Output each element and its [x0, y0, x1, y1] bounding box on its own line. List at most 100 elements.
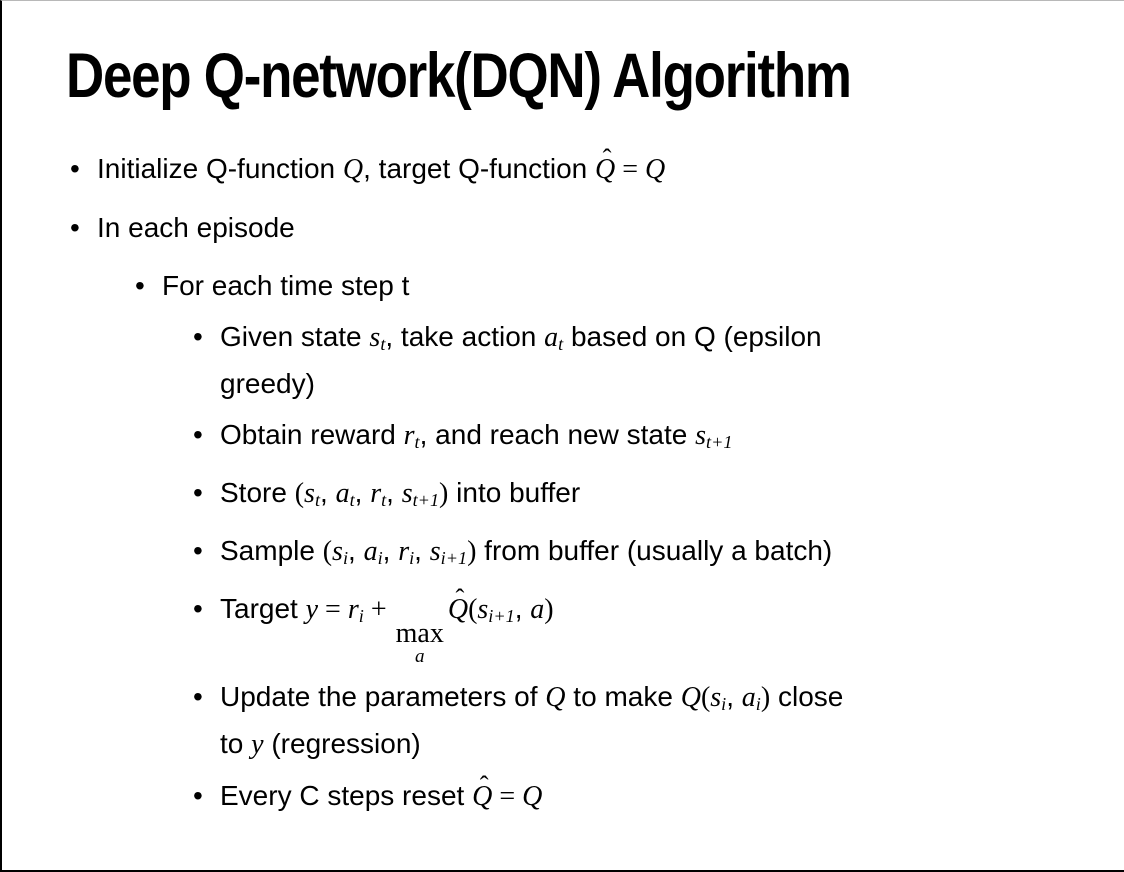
math-run: Q [645, 153, 666, 186]
text-run: , [386, 477, 402, 509]
text-run: , [414, 535, 430, 567]
math-var: Q [680, 682, 701, 714]
math-run: Q [545, 681, 566, 714]
math-subscript: t [414, 432, 420, 453]
math-subscript: i [755, 694, 761, 715]
math-subscript: i+1 [488, 606, 515, 627]
math-var: a [363, 536, 378, 568]
text-run: ( [700, 682, 711, 714]
text-run: For each time step t [162, 270, 410, 302]
math-var: Q [342, 154, 364, 186]
bullet-icon: • [193, 477, 203, 509]
text-line: Store (st, at, rt, st+1) into buffer [220, 473, 580, 520]
text-run: Update the parameters of [220, 681, 546, 713]
text-run: = [492, 781, 523, 813]
math-run: Q [680, 681, 701, 714]
math-subscript: t [380, 334, 386, 355]
bullet-icon: • [135, 270, 145, 302]
text-run: Given state [220, 321, 370, 353]
max-under-var: a [414, 646, 425, 668]
hat-accent-icon: ˆ [602, 143, 612, 174]
math-run: st [369, 321, 386, 355]
bullet-text: Given state st, take action at based on … [220, 317, 822, 404]
math-var: s [477, 594, 489, 626]
math-var: Q [645, 154, 666, 186]
text-run: , target Q-function [363, 153, 596, 185]
math-run: st+1 [402, 477, 440, 511]
text-line: to y (regression) [220, 724, 843, 765]
bullet-icon: • [70, 212, 80, 244]
math-var: y [251, 729, 264, 761]
text-run: Obtain reward [220, 419, 404, 451]
text-run: , take action [385, 321, 545, 353]
math-run: ri [398, 535, 415, 569]
math-var: a [544, 322, 559, 354]
text-run: = [615, 154, 646, 186]
text-run: greedy) [220, 368, 315, 400]
bullet-icon: • [193, 593, 203, 625]
text-run: (regression) [263, 728, 421, 760]
math-run: y [251, 728, 264, 761]
bullet-icon: • [193, 419, 203, 451]
math-var: r [398, 536, 410, 568]
bullet-item: •Sample (si, ai, ri, si+1) from buffer (… [2, 531, 1124, 578]
math-subscript: t+1 [706, 432, 733, 453]
text-run: Every C steps reset [220, 780, 473, 812]
text-run: Initialize Q-function [97, 153, 343, 185]
math-var: Q [545, 682, 566, 714]
text-run: Store [220, 477, 295, 509]
math-run: rt [370, 477, 387, 511]
bullet-text: For each time step t [162, 266, 409, 306]
bullet-text: Initialize Q-function Q, target Q-functi… [97, 143, 666, 190]
bullet-list: •Initialize Q-function Q, target Q-funct… [2, 143, 1124, 817]
math-var: a [530, 594, 545, 626]
text-line: Obtain reward rt, and reach new state st… [220, 415, 732, 462]
bullet-icon: • [193, 535, 203, 567]
math-var: r [370, 478, 382, 510]
math-var: s [695, 420, 707, 452]
bullet-text: Obtain reward rt, and reach new state st… [220, 415, 732, 462]
text-run: , [726, 681, 742, 713]
math-var: s [332, 536, 343, 568]
math-subscript: t+1 [412, 490, 440, 511]
math-subscript: t [381, 490, 387, 511]
text-line: For each time step t [162, 266, 409, 306]
hat-accent-icon: ˆ [479, 770, 489, 801]
math-run: ri [348, 593, 364, 626]
text-run: , [382, 535, 399, 567]
text-line: Sample (si, ai, ri, si+1) from buffer (u… [220, 531, 832, 578]
text-run: Sample [220, 535, 323, 567]
math-subscript: i [409, 548, 415, 569]
math-run: st+1 [695, 419, 733, 453]
text-run: ( [322, 536, 333, 568]
math-var: s [710, 682, 722, 714]
math-run: st [304, 477, 320, 510]
text-run: , and reach new state [419, 419, 696, 451]
page-title: Deep Q-network(DQN) Algorithm [66, 41, 852, 111]
bullet-item: •Update the parameters of Q to make Q(si… [2, 677, 1124, 765]
math-subscript: i [721, 694, 727, 715]
math-run: si [710, 681, 727, 715]
text-line: Initialize Q-function Q, target Q-functi… [97, 143, 666, 190]
math-var: a [741, 682, 756, 714]
text-run: close [770, 681, 844, 713]
math-var: y [305, 594, 319, 626]
math-run: at [336, 477, 355, 510]
bullet-item: • For each time step t [2, 266, 1124, 306]
hat-accent-icon: ˆ [455, 583, 465, 614]
text-line: Update the parameters of Q to make Q(si,… [220, 677, 843, 724]
text-line: greedy) [220, 364, 822, 404]
math-run: ai [741, 681, 761, 715]
text-run: ) [467, 536, 477, 568]
text-run: ( [294, 478, 305, 510]
